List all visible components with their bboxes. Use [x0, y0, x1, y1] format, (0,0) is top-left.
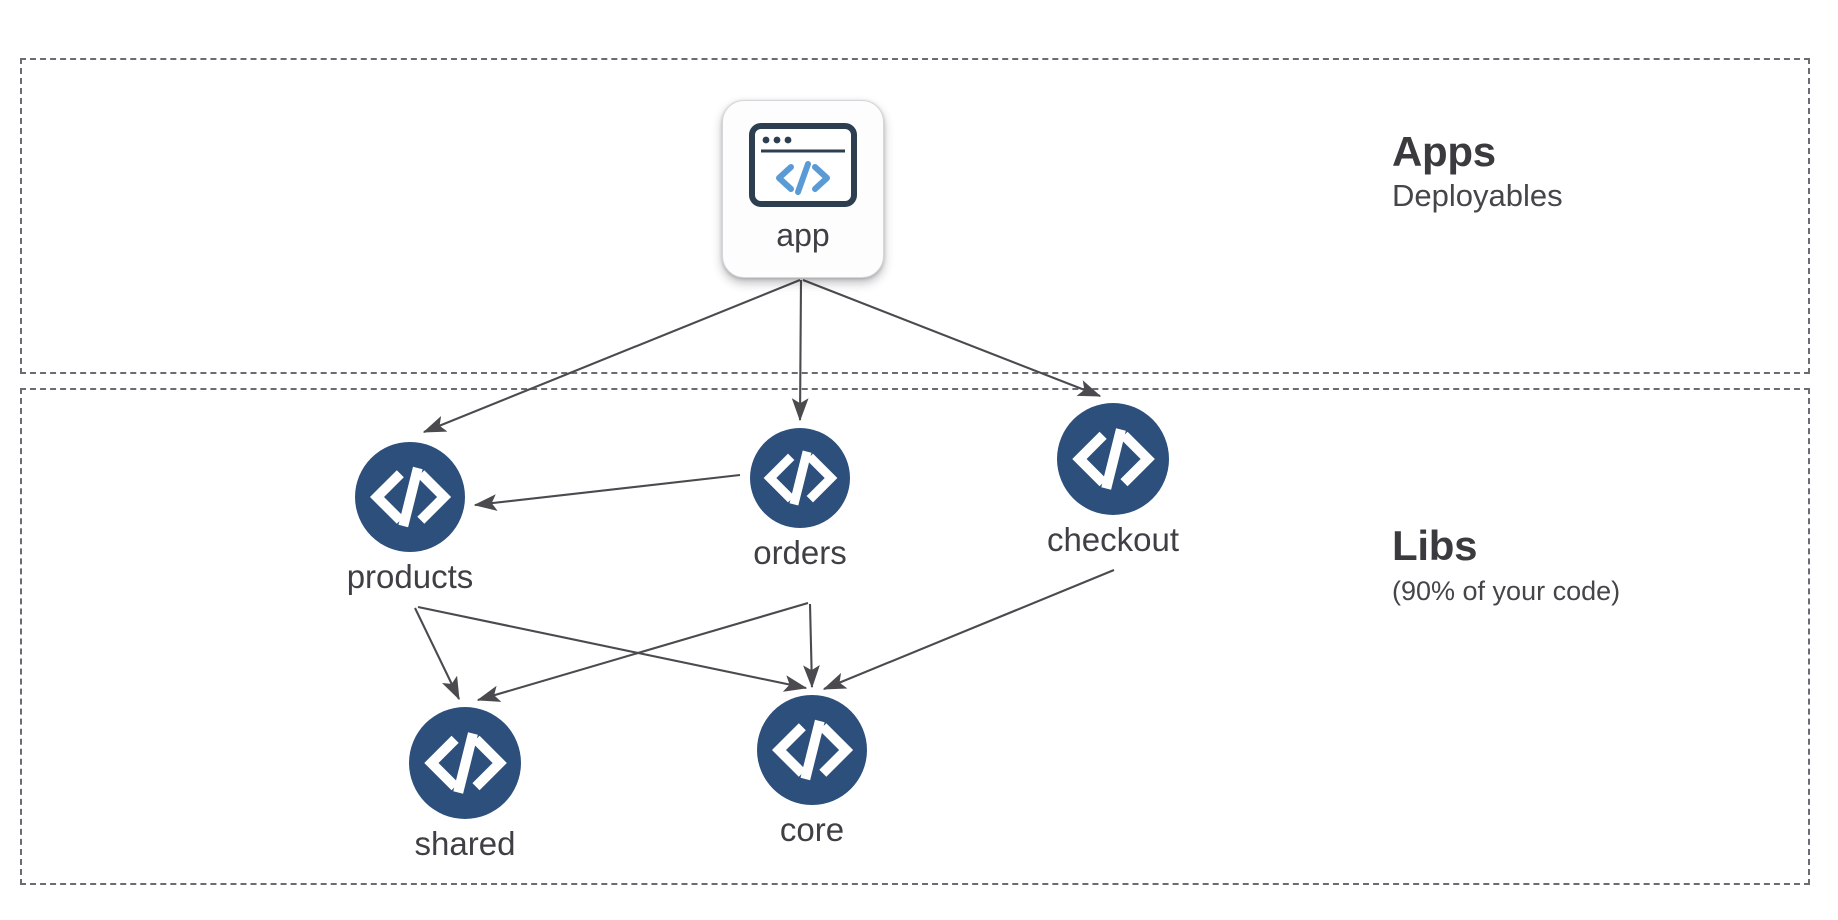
node-shared[interactable]: shared	[355, 707, 575, 863]
node-shared-label: shared	[414, 825, 516, 862]
code-brackets-icon	[409, 707, 521, 819]
code-brackets-icon	[757, 695, 867, 805]
node-core[interactable]: core	[702, 695, 922, 849]
node-app-label: app	[776, 217, 830, 253]
node-orders-label: orders	[753, 534, 847, 571]
zone-apps	[20, 58, 1810, 374]
zone-apps-caption: Apps Deployables	[1392, 128, 1563, 214]
zone-apps-subtitle: Deployables	[1392, 178, 1563, 214]
node-products-label: products	[346, 558, 474, 595]
browser-code-icon	[749, 123, 857, 207]
node-app[interactable]: app	[722, 100, 884, 278]
node-checkout-label: checkout	[1046, 521, 1180, 558]
node-products[interactable]: products	[300, 442, 520, 596]
zone-libs-subtitle: (90% of your code)	[1392, 576, 1621, 607]
zone-libs-caption: Libs (90% of your code)	[1392, 522, 1620, 606]
node-core-label: core	[779, 811, 845, 848]
code-brackets-icon	[1057, 403, 1169, 515]
node-checkout[interactable]: checkout	[1003, 403, 1223, 559]
zone-libs-title: Libs	[1392, 522, 1478, 569]
code-brackets-icon	[750, 428, 850, 528]
node-orders[interactable]: orders	[690, 428, 910, 572]
code-brackets-icon	[355, 442, 465, 552]
zone-apps-title: Apps	[1392, 128, 1496, 175]
